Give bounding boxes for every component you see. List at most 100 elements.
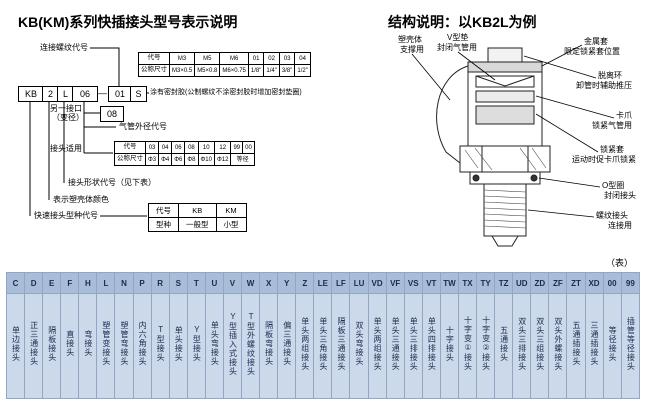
row-label: 公称尺寸 xyxy=(114,153,146,166)
shape-desc-cell: 隔板三通接头 xyxy=(331,293,351,399)
model-box-alt-port: 08 xyxy=(100,106,124,122)
table-note: （表） xyxy=(606,258,634,268)
shape-desc: 双头三排接头 xyxy=(517,316,527,371)
table-cell: 等径 xyxy=(230,153,255,166)
table-cell: M3×0.5 xyxy=(168,64,196,77)
shape-desc: 单头四排接头 xyxy=(427,316,437,371)
label-fit-apply: 接头适用 xyxy=(50,144,82,153)
page-title-left: KB(KM)系列快插接头型号表示说明 xyxy=(18,14,238,30)
row-label: 公称尺寸 xyxy=(138,64,170,77)
metal-sleeve-shape xyxy=(467,61,543,73)
shape-desc: 单头三排接头 xyxy=(409,316,419,371)
shape-desc: T型接头 xyxy=(156,325,166,362)
shape-code: 00 xyxy=(602,272,622,294)
shape-code: T xyxy=(186,272,206,294)
shape-desc-cell: 双头弯接头 xyxy=(349,293,369,399)
model-box-thread: 01 xyxy=(108,86,132,102)
shape-code: TZ xyxy=(494,272,514,294)
part-release-ring-desc: 卸管时辅助推压 xyxy=(576,81,632,90)
shape-desc-cell: T型外螺纹接头 xyxy=(241,293,261,399)
shape-desc-cell: 隔板接头 xyxy=(42,293,62,399)
shape-desc-cell: 单头弯接头 xyxy=(204,293,224,399)
shape-desc-cell: 塑管弯接头 xyxy=(114,293,134,399)
shape-desc: 五通接头 xyxy=(499,325,509,362)
shape-code: LF xyxy=(331,272,351,294)
shape-desc-cell: 偏三通接头 xyxy=(277,293,297,399)
table-cell: 06 xyxy=(171,141,186,154)
shape-desc-cell: 直接头 xyxy=(60,293,80,399)
shape-desc-cell: 双头三排接头 xyxy=(512,293,532,399)
table-cell: 03 xyxy=(278,52,296,65)
shape-desc-cell: 塑管变接头 xyxy=(96,293,116,399)
shape-code: ZT xyxy=(566,272,586,294)
model-code-dash: — xyxy=(98,88,107,98)
shape-desc-cell: Y型插入式接头 xyxy=(222,293,243,399)
shape-code: TX xyxy=(457,272,478,294)
shape-code: L xyxy=(96,272,116,294)
label-series-code: 快速接头型种代号 xyxy=(34,211,98,220)
shape-desc-cell: 十字接头 xyxy=(439,293,459,399)
table-cell: 08 xyxy=(184,141,199,154)
table-cell: KB xyxy=(178,203,217,218)
table-cell: 04 xyxy=(158,141,173,154)
table-cell: 99 xyxy=(230,141,244,154)
table-cell: 12 xyxy=(213,141,232,154)
part-metal-sleeve-desc: 限定锁紧套位置 xyxy=(564,47,620,56)
table-cell: 1/4" xyxy=(263,64,280,77)
shape-code: R xyxy=(150,272,170,294)
shape-code: ZF xyxy=(548,272,568,294)
shape-code: VD xyxy=(367,272,387,294)
shape-code: C xyxy=(5,272,26,294)
shape-code: D xyxy=(24,272,44,294)
row-label: 代号 xyxy=(114,141,146,154)
shape-desc: 弯接头 xyxy=(83,330,93,357)
shape-desc: 单头接头 xyxy=(174,325,184,362)
shape-desc: 内六角接头 xyxy=(138,321,148,366)
shape-desc-cell: 十字变①接头 xyxy=(457,293,478,399)
shape-desc: Y型插入式接头 xyxy=(228,311,238,376)
shape-code: F xyxy=(60,272,80,294)
page-title-right: 结构说明：以KB2L为例 xyxy=(388,14,537,30)
table-cell: 01 xyxy=(247,52,265,65)
shape-code: XD xyxy=(584,272,604,294)
part-o-ring-desc: 封闭接头 xyxy=(604,191,636,200)
shape-desc: 隔板接头 xyxy=(47,325,57,362)
lock-sleeve-shape xyxy=(475,105,535,125)
table-cell: KM xyxy=(215,203,247,218)
shape-code: VF xyxy=(385,272,405,294)
shape-desc-cell: 单头三通接头 xyxy=(385,293,405,399)
part-lock-sleeve-name: 锁紧套 xyxy=(600,145,624,154)
shape-desc: 直接头 xyxy=(65,330,75,357)
shape-desc: T型外螺纹接头 xyxy=(246,311,256,376)
table-cell: 10 xyxy=(197,141,215,154)
shape-desc: 插管等径接头 xyxy=(626,316,636,371)
table-cell: Φ6 xyxy=(171,153,186,166)
shape-code: V xyxy=(222,272,243,294)
table-cell: 型种 xyxy=(148,217,179,232)
part-threaded-connector-name: 螺纹接头 xyxy=(596,211,628,220)
collar-shape xyxy=(469,171,541,185)
shape-desc: 十字接头 xyxy=(445,325,455,362)
shape-desc-cell: 隔板弯接头 xyxy=(259,293,279,399)
model-box-sealant: S xyxy=(130,86,147,102)
shape-code: S xyxy=(168,272,188,294)
shape-desc-cell: 单头四排接头 xyxy=(421,293,441,399)
table-cell: M6×0.75 xyxy=(219,64,249,77)
table-cell: Φ3 xyxy=(144,153,160,166)
part-lock-sleeve-desc: 运动时促卡爪锁紧 xyxy=(572,155,636,164)
table-cell: Φ8 xyxy=(184,153,199,166)
table-cell: Φ4 xyxy=(158,153,173,166)
shape-desc: 双头外螺接头 xyxy=(553,316,563,371)
part-plastic-shell-name: 塑壳体 xyxy=(398,35,422,44)
part-release-ring-name: 脱离环 xyxy=(598,71,622,80)
table-cell: 3/8" xyxy=(278,64,296,77)
label-alt-port-line1: 另一接口 xyxy=(50,104,82,113)
